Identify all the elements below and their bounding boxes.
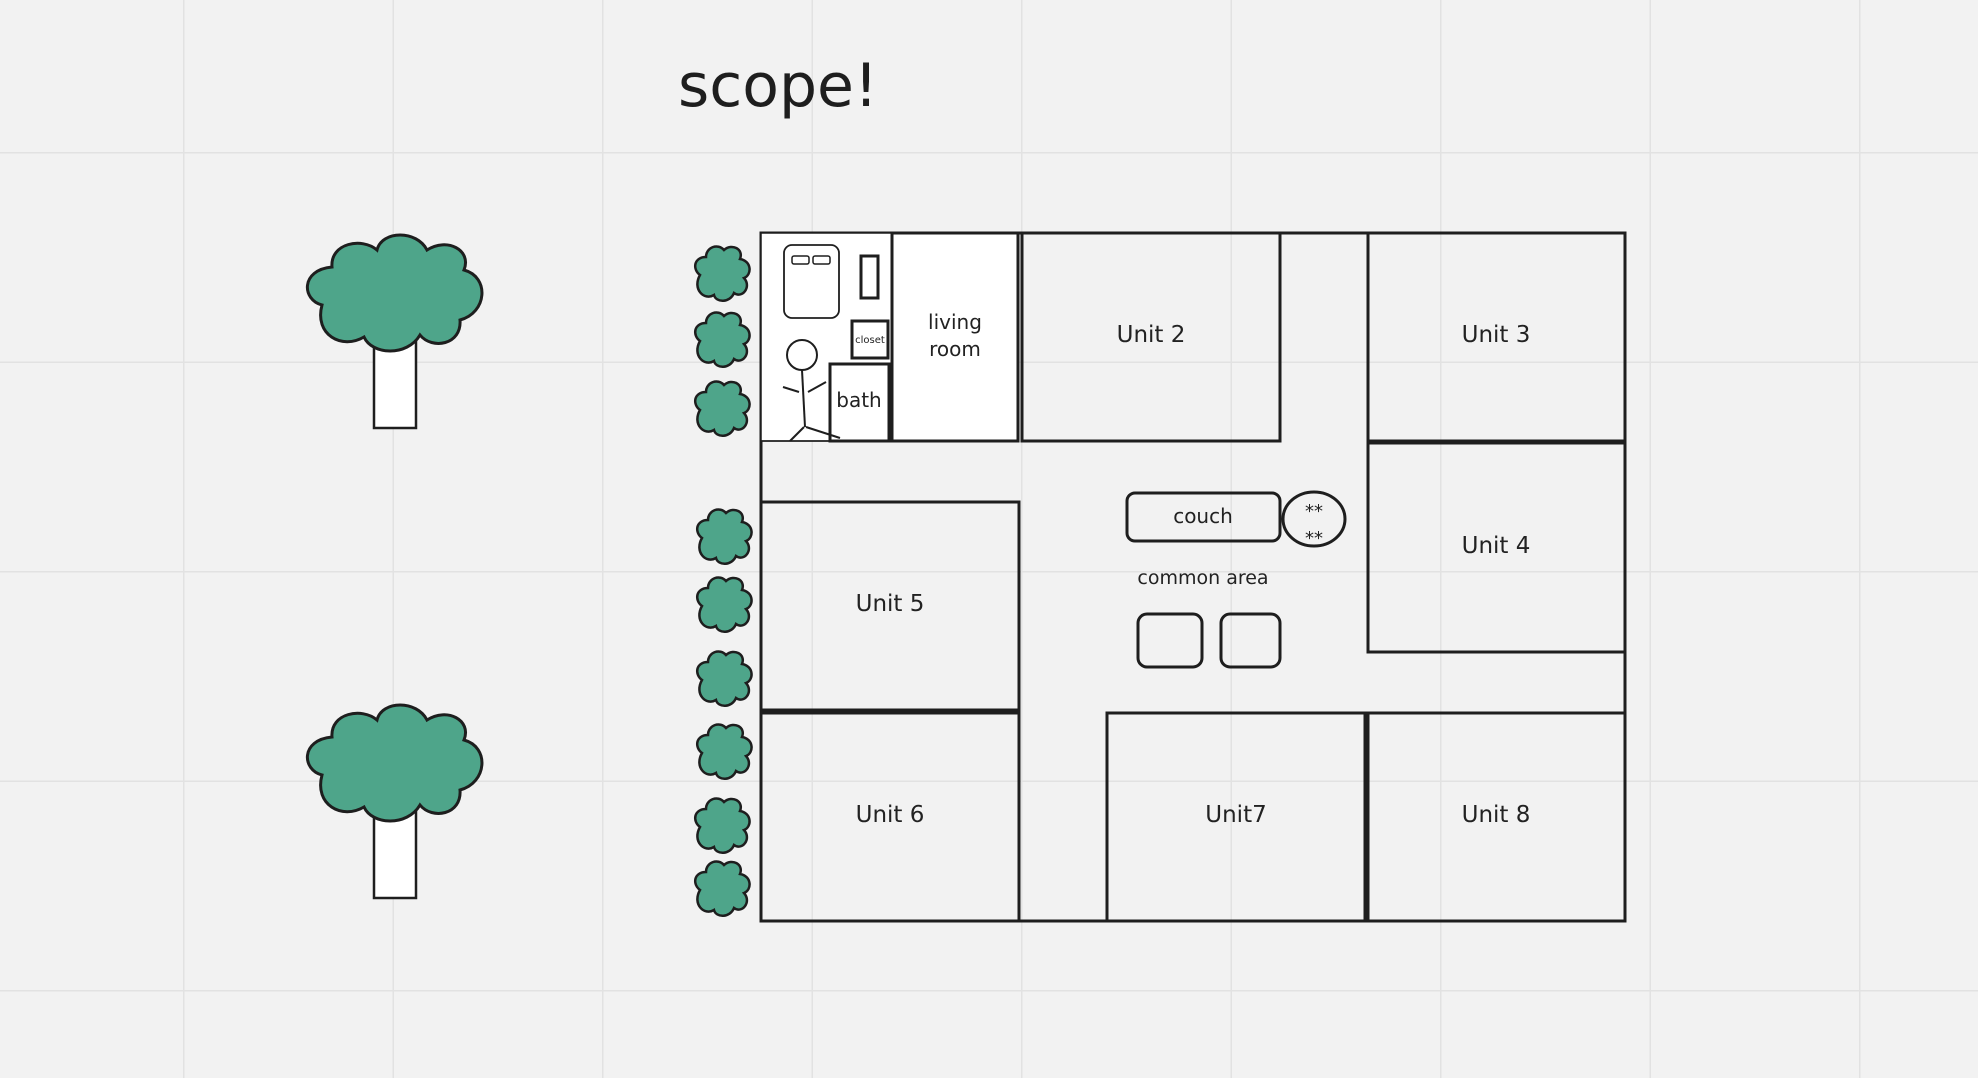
bath[interactable] bbox=[828, 362, 891, 443]
unit-5-label: Unit 5 bbox=[856, 591, 925, 617]
living-room-label: living bbox=[928, 310, 982, 334]
bush-icon[interactable] bbox=[695, 576, 753, 634]
closet-label: closet bbox=[855, 335, 885, 346]
chair[interactable] bbox=[1219, 612, 1282, 669]
bush-icon[interactable] bbox=[693, 380, 751, 438]
unit-8[interactable]: Unit 8 bbox=[1366, 711, 1627, 923]
unit-2-label: Unit 2 bbox=[1117, 322, 1186, 348]
tree-icon[interactable] bbox=[305, 233, 484, 430]
unit-2[interactable]: Unit 2 bbox=[1020, 231, 1282, 443]
unit-4-label: Unit 4 bbox=[1462, 533, 1531, 559]
unit-1[interactable]: closet bath bbox=[760, 232, 893, 443]
unit-3-label: Unit 3 bbox=[1462, 322, 1531, 348]
bush-icon[interactable] bbox=[693, 797, 751, 855]
unit-3[interactable]: Unit 3 bbox=[1366, 231, 1627, 443]
round-table-label: ** bbox=[1305, 528, 1323, 549]
dresser-icon[interactable] bbox=[859, 254, 880, 300]
bath-label: bath bbox=[836, 388, 881, 412]
unit-7-label: Unit7 bbox=[1205, 802, 1266, 828]
common-area-label: common area bbox=[1137, 567, 1268, 589]
common-area[interactable]: couch ** ** common area bbox=[1125, 490, 1347, 669]
living-room[interactable]: living room bbox=[890, 231, 1020, 443]
living-room-label: room bbox=[929, 337, 981, 361]
bush-icon[interactable] bbox=[693, 245, 751, 303]
bush-icon[interactable] bbox=[695, 723, 753, 781]
bush-icon[interactable] bbox=[695, 650, 753, 708]
bush-icon[interactable] bbox=[695, 508, 753, 566]
unit-8-label: Unit 8 bbox=[1462, 802, 1531, 828]
unit-4[interactable]: Unit 4 bbox=[1366, 441, 1627, 654]
unit-6[interactable]: Unit 6 bbox=[759, 711, 1021, 923]
unit-7[interactable]: Unit7 bbox=[1105, 711, 1367, 923]
pillow-icon bbox=[812, 255, 831, 265]
round-table-label: ** bbox=[1305, 501, 1323, 522]
couch[interactable] bbox=[1125, 491, 1282, 543]
closet[interactable] bbox=[850, 319, 890, 360]
tree-icon[interactable] bbox=[305, 703, 484, 900]
bush-icon[interactable] bbox=[693, 311, 751, 369]
bush-icon[interactable] bbox=[693, 860, 751, 918]
unit-6-label: Unit 6 bbox=[856, 802, 925, 828]
chair[interactable] bbox=[1136, 612, 1204, 669]
round-table[interactable] bbox=[1281, 490, 1347, 548]
unit-5[interactable]: Unit 5 bbox=[759, 500, 1021, 712]
pillow-icon bbox=[791, 255, 810, 265]
person-icon[interactable] bbox=[782, 339, 841, 442]
couch-label: couch bbox=[1173, 504, 1233, 528]
board-title[interactable]: scope! bbox=[678, 51, 879, 121]
